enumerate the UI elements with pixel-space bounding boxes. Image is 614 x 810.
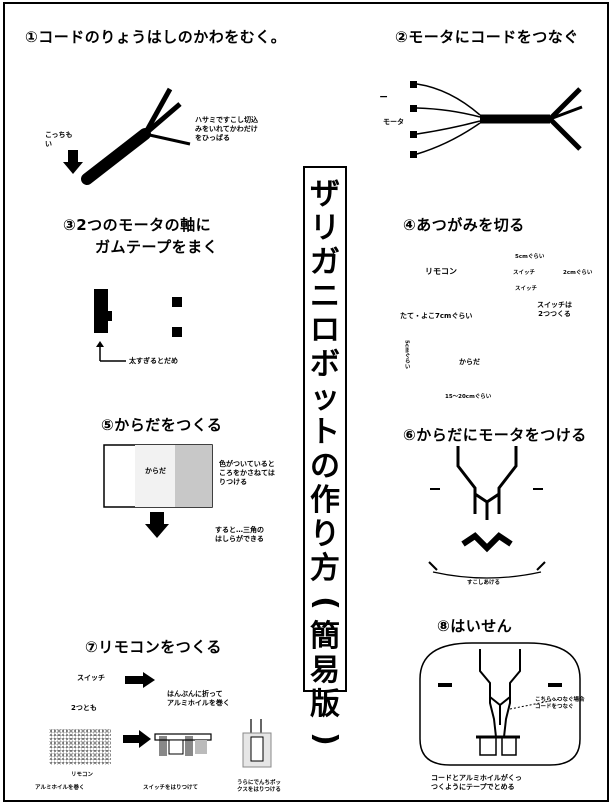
- body-label: からだ: [145, 467, 166, 475]
- step5-note2: すると…三角の はしらができる: [215, 526, 264, 543]
- title-char: 方: [310, 551, 340, 586]
- title-char: 版: [310, 687, 340, 722]
- instruction-sheet: ザ リ ガ ニ ロ ボ ッ ト の 作 り 方 ( 簡 易 版 ) ①コードのり…: [3, 2, 609, 802]
- center-title-box: ザ リ ガ ニ ロ ボ ッ ト の 作 り 方 ( 簡 易 版 ): [303, 166, 347, 746]
- title-char: ): [308, 732, 343, 746]
- wrap-note: はんぶんに折って アルミホイルを巻く: [167, 690, 230, 707]
- switch-attached-image: [154, 733, 212, 756]
- step7-title: ⑦リモコンをつくる: [85, 638, 222, 656]
- body-sheet-illustration: [103, 444, 213, 508]
- step5-note1: 色がついていると ころをかさねては りつける: [219, 460, 275, 486]
- step5-title: ⑤からだをつくる: [101, 416, 223, 434]
- title-char: 易: [310, 653, 340, 688]
- switch-label: スイッチ: [515, 286, 538, 292]
- motor-label: モータ: [383, 118, 404, 126]
- title-char: ガ: [310, 245, 340, 280]
- step3-note: 太すぎるとだめ: [129, 357, 178, 365]
- title-char: リ: [310, 211, 340, 246]
- dim-label: 5cmぐらい: [515, 254, 545, 260]
- motor-wiring-illustration: [410, 81, 583, 158]
- switch-count-label: スイッチは 2つつくる: [537, 301, 572, 318]
- step6-title: ⑥からだにモータをつける: [403, 426, 587, 444]
- step1-note-left: こっちも い: [45, 131, 73, 148]
- step7-caption1: アルミホイルを巻く: [35, 785, 85, 791]
- step8-note-right: こちらへつなぐ場合 コードをつなぐ: [535, 697, 585, 710]
- step8-caption: コードとアルミホイルがくっ つくようにテープでとめる: [431, 774, 522, 791]
- wiring-diagram-illustration: [419, 642, 581, 766]
- down-arrow-icon: [145, 512, 169, 538]
- bottom-dim-label: 15〜20cmぐらい: [445, 394, 492, 400]
- body-with-motor-illustration: [428, 446, 546, 579]
- title-char: 作: [310, 483, 340, 518]
- step7-caption2: スイッチをはりつけて: [143, 785, 199, 791]
- title-char: (: [308, 596, 343, 610]
- step3-title-line2: ガムテープをまく: [95, 238, 219, 256]
- size-label: たて・よこ7cmぐらい: [400, 312, 473, 320]
- title-char: ザ: [310, 177, 340, 212]
- title-char: 簡: [310, 619, 340, 654]
- minus-sign: −: [379, 90, 389, 103]
- title-char: の: [310, 449, 340, 484]
- step3-title-line1: ③2つのモータの軸に: [63, 216, 212, 234]
- step8-title: ⑧はいせん: [437, 617, 513, 635]
- right-arrow-icon: [125, 672, 155, 688]
- title-char: ッ: [310, 381, 340, 416]
- remocon-label: リモコン: [71, 772, 94, 778]
- step1-note-right: ハサミですこし切込 みをいれてかわだけ をひっぱる: [195, 116, 258, 142]
- step7-caption3: うらにでんちボッ クスをはりつける: [237, 780, 282, 793]
- dim-label: 2cmぐらい: [563, 270, 593, 276]
- stripped-cord-illustration: [81, 87, 191, 185]
- step1-title: ①コードのりょうはしのかわをむく。: [25, 28, 287, 46]
- down-arrow-icon: [63, 150, 83, 174]
- step4-title: ④あつがみを切る: [403, 216, 525, 234]
- battery-box-illustration: [242, 719, 272, 768]
- title-char: ボ: [310, 347, 340, 382]
- title-char: ニ: [310, 279, 340, 314]
- right-arrow-icon: [123, 730, 151, 748]
- title-char: ロ: [310, 313, 340, 348]
- switch-label: スイッチ: [513, 270, 536, 276]
- switch-label: スイッチ: [77, 674, 105, 682]
- title-char: り: [310, 517, 340, 552]
- foil-remote-image: [49, 729, 111, 765]
- step6-note: すこしあける: [467, 580, 501, 586]
- step2-title: ②モータにコードをつなぐ: [395, 28, 579, 46]
- side-dim-label: 5cmぐらい: [403, 340, 410, 370]
- title-char: ト: [310, 415, 340, 450]
- body-label: からだ: [459, 358, 480, 366]
- remocon-label: リモコン: [425, 267, 457, 276]
- taped-shaft-illustration: [94, 289, 182, 362]
- two-label: 2つとも: [71, 704, 97, 712]
